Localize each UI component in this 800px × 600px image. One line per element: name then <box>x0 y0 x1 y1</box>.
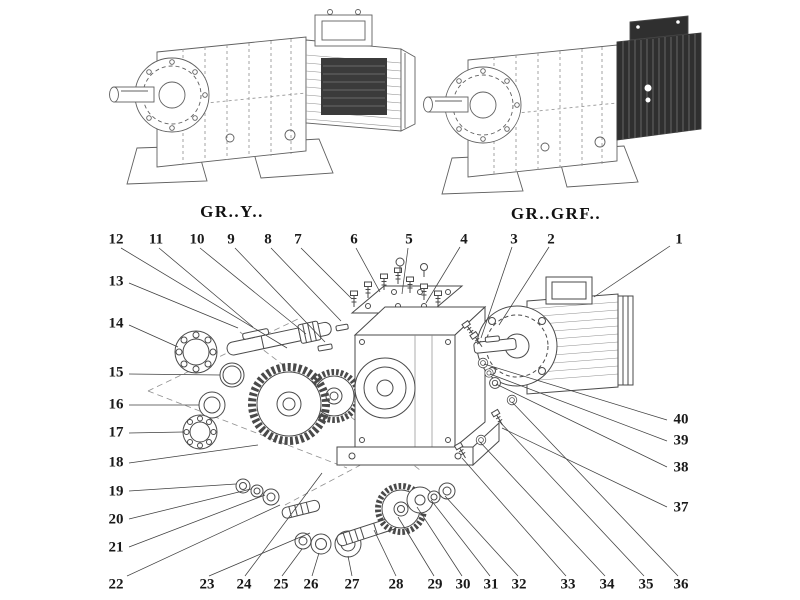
callout-6: 6 <box>350 231 358 248</box>
motor <box>305 39 416 132</box>
terminal-box <box>314 9 373 47</box>
cooling-fin-block <box>616 15 702 141</box>
pinion-shaft <box>281 499 321 519</box>
retaining-washers <box>235 478 280 506</box>
callout-3: 3 <box>510 231 518 248</box>
callout-30: 30 <box>455 576 471 593</box>
callout-26: 26 <box>303 576 319 593</box>
variant-label-gr-y: GR..Y.. <box>200 202 264 221</box>
callout-34: 34 <box>599 576 615 593</box>
leader-lines <box>120 245 679 577</box>
seal-ring <box>219 362 245 388</box>
callout-22: 22 <box>108 576 124 593</box>
callout-23: 23 <box>199 576 215 593</box>
callout-31: 31 <box>483 576 499 593</box>
callout-40: 40 <box>673 411 689 428</box>
callout-10: 10 <box>189 231 205 248</box>
callout-7: 7 <box>294 231 302 248</box>
callout-29: 29 <box>427 576 443 593</box>
cover-bolts <box>350 257 442 308</box>
callout-5: 5 <box>405 231 413 248</box>
gearbox-housing-exploded <box>336 285 500 467</box>
motor-exploded <box>473 276 634 395</box>
output-shaft-assembly <box>294 482 456 558</box>
gr-grf-drawing <box>423 15 702 195</box>
variant-label-gr-grf: GR..GRF.. <box>510 204 602 223</box>
callout-19: 19 <box>108 483 124 500</box>
shaft-keys <box>317 323 349 352</box>
bearing <box>182 414 218 450</box>
callout-33: 33 <box>560 576 576 593</box>
callout-20: 20 <box>108 511 124 528</box>
callout-35: 35 <box>638 576 654 593</box>
callout-39: 39 <box>673 432 689 449</box>
input-shaft-assembly <box>174 320 361 519</box>
vent-plug <box>395 257 428 277</box>
mounting-hardware <box>317 320 518 461</box>
callout-13: 13 <box>108 273 124 290</box>
motor-shaft <box>473 335 517 354</box>
callout-11: 11 <box>148 231 164 248</box>
callout-4: 4 <box>460 231 468 248</box>
callout-24: 24 <box>236 576 252 593</box>
bearing <box>174 330 218 374</box>
callout-17: 17 <box>108 424 124 441</box>
front-cover <box>444 66 522 144</box>
output-shaft <box>423 96 469 113</box>
fan-cover <box>617 295 634 386</box>
callout-25: 25 <box>273 576 289 593</box>
terminal-box <box>545 276 593 305</box>
callout-32: 32 <box>511 576 527 593</box>
callout-12: 12 <box>108 231 124 248</box>
callout-8: 8 <box>264 231 272 248</box>
callout-28: 28 <box>388 576 404 593</box>
large-gear <box>248 363 330 445</box>
callout-21: 21 <box>108 539 124 556</box>
callout-36: 36 <box>673 576 689 593</box>
callout-14: 14 <box>108 315 124 332</box>
callout-18: 18 <box>108 454 124 471</box>
output-shaft <box>109 86 155 103</box>
callout-1: 1 <box>675 231 683 248</box>
input-shaft <box>226 320 332 356</box>
callout-27: 27 <box>344 576 360 593</box>
spacer-sleeve <box>198 391 226 419</box>
callout-37: 37 <box>673 499 689 516</box>
callout-38: 38 <box>673 459 689 476</box>
gr-y-drawing <box>109 9 416 185</box>
callout-15: 15 <box>108 364 124 381</box>
callout-16: 16 <box>108 396 124 413</box>
callout-9: 9 <box>227 231 235 248</box>
callout-2: 2 <box>547 231 555 248</box>
